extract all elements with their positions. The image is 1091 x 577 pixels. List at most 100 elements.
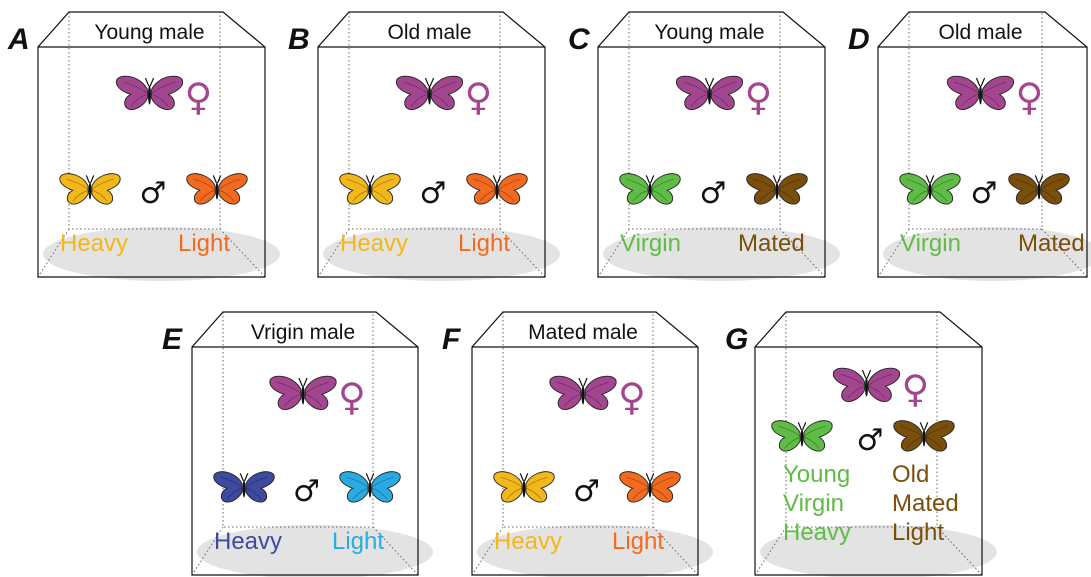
body (775, 182, 779, 200)
male-butterfly-right (619, 471, 681, 503)
male-symbol: ♂ (573, 474, 600, 509)
panel-letter: E (162, 323, 183, 356)
antennae (704, 77, 715, 87)
right-label: Light (612, 528, 664, 555)
cage-outline (317, 11, 546, 278)
male-butterfly-left (339, 173, 401, 205)
panel-letter: D (848, 23, 870, 56)
inner-box-edges (471, 312, 699, 576)
female-symbol: ♀ (338, 375, 366, 419)
wing-veins (346, 476, 394, 500)
ground-ellipse (477, 525, 713, 577)
female-butterfly (832, 367, 901, 402)
female-butterfly (946, 75, 1015, 110)
female-symbol: ♀ (745, 75, 773, 119)
cage-outline (471, 311, 699, 576)
body (88, 182, 92, 200)
inner-box-edges (877, 12, 1088, 278)
female-symbol: ♀ (902, 367, 930, 411)
ground-ellipse (760, 525, 997, 577)
body (301, 385, 305, 405)
wing-veins (778, 425, 826, 449)
panel-letter: C (568, 23, 591, 56)
antennae (797, 422, 807, 431)
body (648, 182, 652, 200)
female-butterfly (675, 75, 744, 110)
body (242, 480, 246, 498)
antennae (144, 77, 155, 87)
ground-ellipse (603, 227, 840, 281)
wing-veins (900, 425, 948, 449)
cage-outline (597, 11, 826, 278)
antennae (239, 473, 249, 482)
panel-title: Young male (94, 21, 204, 44)
male-butterfly-right (339, 471, 401, 503)
ground-ellipse (883, 227, 1091, 281)
panel-letter: F (442, 323, 461, 356)
female-symbol: ♀ (1016, 75, 1044, 119)
body (368, 480, 372, 498)
inner-box-edges (191, 312, 419, 576)
male-symbol: ♂ (293, 474, 320, 509)
wing-veins (906, 178, 954, 202)
antennae (1034, 175, 1044, 184)
wing-veins (557, 381, 609, 407)
antennae (975, 77, 986, 87)
female-butterfly (269, 375, 337, 410)
wing-veins (500, 476, 548, 500)
right-label: Light (178, 230, 230, 257)
antennae (645, 175, 655, 184)
antennae (365, 175, 375, 184)
wing-veins (626, 476, 674, 500)
body (522, 480, 526, 498)
panel-title: Mated male (528, 321, 638, 344)
panel-title: Old male (387, 21, 471, 44)
ground-ellipse (43, 227, 280, 281)
ground-ellipse (197, 525, 433, 577)
panel-letter: B (288, 23, 310, 56)
wing-veins (683, 81, 736, 107)
panel-title: Vrigin male (251, 321, 355, 344)
wing-veins (1015, 178, 1063, 202)
body (708, 85, 711, 105)
cage-outline (877, 11, 1088, 278)
inner-box-edges (754, 312, 983, 576)
body (148, 85, 151, 105)
antennae (645, 473, 655, 482)
body (865, 377, 868, 397)
left-label: Heavy (494, 528, 562, 555)
wing-veins (123, 81, 176, 107)
right-label-line: Mated (892, 490, 959, 517)
male-butterfly-left (771, 420, 833, 452)
body (495, 182, 499, 200)
body (979, 85, 982, 105)
wing-veins (473, 178, 521, 202)
antennae (424, 77, 435, 87)
inner-box-edges (317, 12, 546, 278)
female-butterfly (549, 375, 617, 410)
wing-veins (277, 381, 329, 407)
wing-veins (220, 476, 268, 500)
inner-box-edges (37, 12, 266, 278)
panel-title: Old male (938, 21, 1022, 44)
antennae (298, 377, 308, 387)
left-label-line: Young (783, 461, 850, 488)
antennae (919, 422, 929, 431)
right-label-line: Light (892, 519, 944, 546)
body (368, 182, 372, 200)
wing-veins (626, 178, 674, 202)
wing-veins (193, 178, 241, 202)
cage-outline (191, 311, 419, 576)
wing-veins (403, 81, 456, 107)
cage-outline (754, 311, 983, 576)
wing-veins (66, 178, 114, 202)
body (800, 429, 804, 447)
antennae (365, 473, 375, 482)
male-butterfly-right (893, 420, 955, 452)
body (215, 182, 219, 200)
